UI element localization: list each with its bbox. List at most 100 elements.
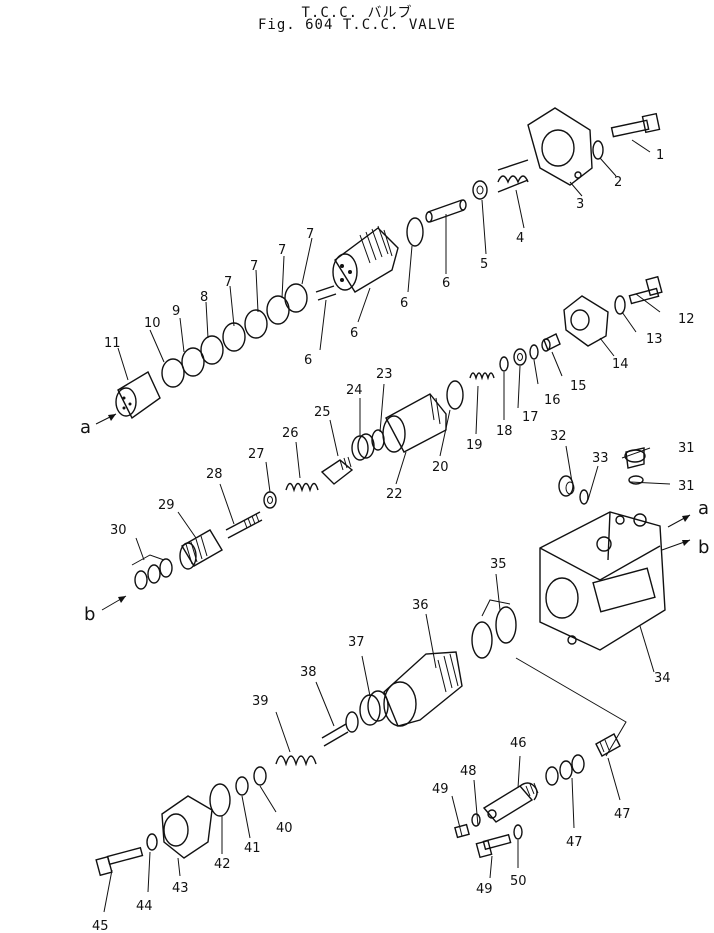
label-42: 13 bbox=[646, 332, 663, 347]
label-20: 4 bbox=[516, 231, 524, 246]
washer-47b bbox=[499, 356, 509, 372]
oring-50-right bbox=[628, 475, 644, 485]
washer-35 bbox=[513, 824, 523, 840]
label-47b: 18 bbox=[496, 424, 513, 439]
label-27: 29 bbox=[158, 498, 175, 513]
bolt-23 bbox=[610, 112, 661, 138]
label-6b: 7 bbox=[224, 275, 232, 290]
label-3: 6 bbox=[304, 353, 312, 368]
callout-labels: 1 2 3 4 5 6 6 6 6 7 7 7 7 8 9 10 11 a 12… bbox=[80, 148, 709, 933]
fitting-28 bbox=[595, 733, 621, 757]
label-25: 11 bbox=[104, 336, 121, 351]
label-36: 22 bbox=[386, 487, 403, 502]
screw-45 bbox=[469, 372, 495, 381]
title-english: Fig. 604 T.C.C. VALVE bbox=[257, 17, 456, 33]
oring-11-b bbox=[471, 621, 493, 659]
bolt-41 bbox=[628, 275, 663, 305]
label-6a: 7 bbox=[278, 243, 286, 258]
label-17: 45 bbox=[92, 919, 109, 933]
washer-47 bbox=[529, 344, 539, 360]
label-46: 17 bbox=[522, 410, 539, 425]
washer-15 bbox=[235, 776, 249, 796]
port-b-left: b bbox=[84, 604, 95, 625]
label-7a: 7 bbox=[306, 227, 314, 242]
sleeve-36 bbox=[382, 393, 447, 453]
sleeve-48 bbox=[541, 333, 561, 352]
oring-11-a bbox=[495, 606, 517, 644]
spool-10 bbox=[321, 711, 359, 747]
label-47a: 16 bbox=[544, 393, 561, 408]
title-japanese: T.C.C. バルブ bbox=[301, 5, 413, 21]
plug-25 bbox=[115, 370, 161, 420]
bolt-17 bbox=[95, 846, 144, 877]
washer-33 bbox=[471, 813, 481, 827]
bolt-32 bbox=[454, 823, 470, 839]
label-40: 14 bbox=[612, 357, 629, 372]
sleeve-27 bbox=[179, 529, 223, 570]
oring-19 bbox=[406, 217, 424, 247]
plug-49-left bbox=[558, 475, 575, 497]
orings-31-right bbox=[545, 754, 585, 786]
label-48: 15 bbox=[570, 379, 587, 394]
label-41: 12 bbox=[678, 312, 695, 327]
washer-18 bbox=[146, 833, 158, 851]
cover-13 bbox=[161, 795, 213, 859]
washer-30 bbox=[263, 491, 277, 509]
label-32: 49 bbox=[432, 782, 449, 797]
label-34: 49 bbox=[476, 882, 493, 897]
label-11: 35 bbox=[490, 557, 507, 572]
label-5: 5 bbox=[480, 257, 488, 272]
label-35: 50 bbox=[510, 874, 527, 889]
label-9: 37 bbox=[348, 635, 365, 650]
label-23: 1 bbox=[656, 148, 664, 163]
label-50b: 33 bbox=[592, 451, 609, 466]
spool-39 bbox=[320, 456, 354, 485]
flange-40 bbox=[563, 295, 609, 347]
label-7b: 7 bbox=[250, 259, 258, 274]
washer-24 bbox=[592, 140, 604, 160]
label-37: 26 bbox=[282, 426, 299, 441]
oring-50-left bbox=[579, 489, 589, 505]
label-7c: 8 bbox=[200, 290, 208, 305]
label-24: 2 bbox=[614, 175, 622, 190]
oring-44 bbox=[371, 429, 385, 451]
port-a-left: a bbox=[80, 417, 91, 438]
port-a-right: a bbox=[698, 498, 709, 519]
sleeve-2 bbox=[332, 225, 399, 293]
label-45: 19 bbox=[466, 438, 483, 453]
label-50a: 31 bbox=[678, 479, 695, 494]
banjo-26 bbox=[482, 782, 539, 823]
orings-31-left bbox=[134, 558, 173, 590]
label-22: 3 bbox=[576, 197, 584, 212]
label-13: 43 bbox=[172, 881, 189, 896]
label-2: 6 bbox=[350, 326, 358, 341]
washer-14 bbox=[253, 766, 267, 786]
label-44: 23 bbox=[376, 367, 393, 382]
pin-4 bbox=[425, 199, 467, 223]
pin-3 bbox=[315, 285, 337, 301]
label-18: 44 bbox=[136, 899, 153, 914]
label-14: 40 bbox=[276, 821, 293, 836]
piston-38 bbox=[351, 433, 375, 461]
label-1: 34 bbox=[654, 671, 671, 686]
screw-29 bbox=[225, 511, 263, 539]
label-31b: 47 bbox=[566, 835, 583, 850]
oring-43 bbox=[446, 380, 464, 410]
label-49a: 31 bbox=[678, 441, 695, 456]
label-6c: 9 bbox=[172, 304, 180, 319]
ring-stack-6-7 bbox=[161, 283, 308, 388]
label-8: 36 bbox=[412, 598, 429, 613]
label-43: 20 bbox=[432, 460, 449, 475]
label-28: 47 bbox=[614, 807, 631, 822]
label-4: 6 bbox=[442, 276, 450, 291]
spring-37 bbox=[285, 482, 319, 493]
label-7d: 10 bbox=[144, 316, 161, 331]
nut-46 bbox=[513, 348, 527, 366]
label-33: 48 bbox=[460, 764, 477, 779]
washer-5 bbox=[472, 180, 488, 200]
label-12: 39 bbox=[252, 694, 269, 709]
label-16: 42 bbox=[214, 857, 231, 872]
label-10: 38 bbox=[300, 665, 317, 680]
